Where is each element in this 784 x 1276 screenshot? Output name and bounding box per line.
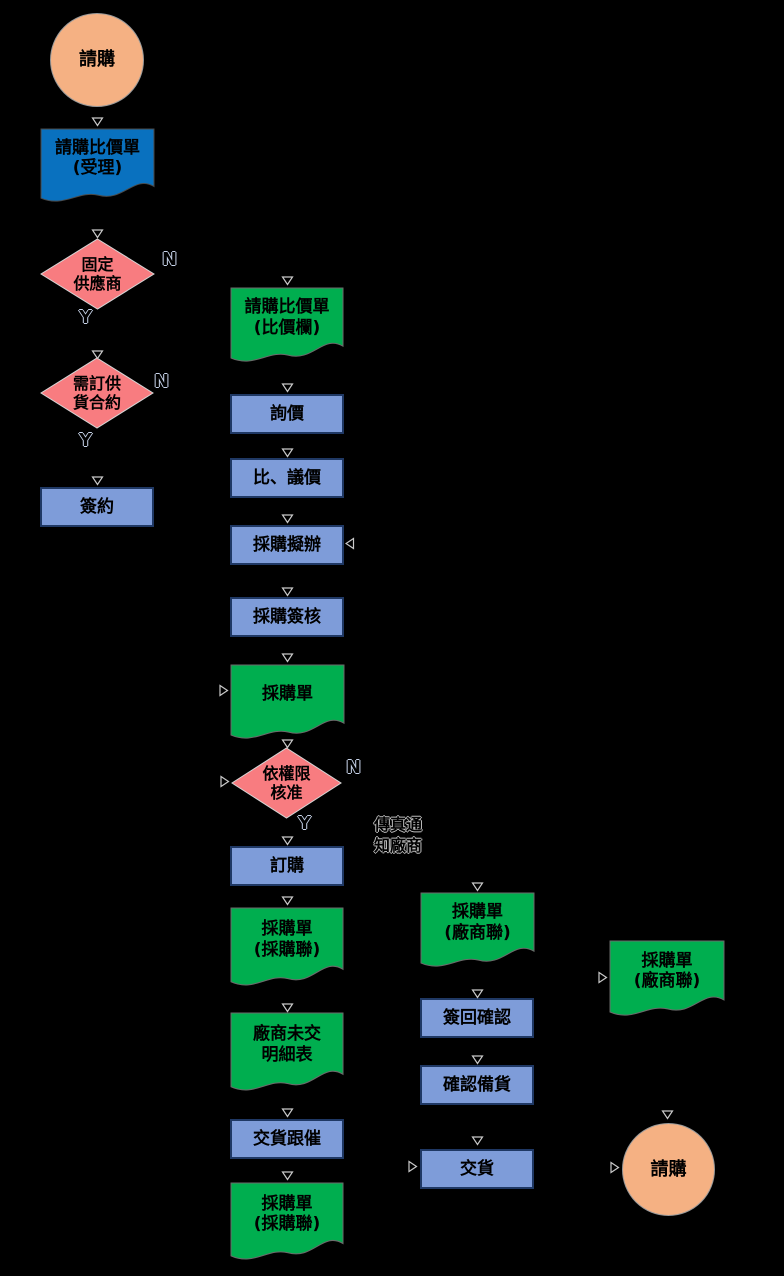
diamond-shape <box>40 238 155 310</box>
arrowhead-down-icon <box>281 1003 294 1013</box>
arrowhead-down-icon <box>91 350 104 360</box>
arrowhead-right-icon <box>219 684 229 697</box>
node-label: 固定 供應商 <box>73 254 122 293</box>
arrowhead-down-icon <box>91 229 104 239</box>
process-purchase-sign: 採購簽核 <box>230 597 344 637</box>
document-request-accept: 請購比價單 (受理) <box>40 128 155 204</box>
edge-label-y: Y <box>298 813 312 834</box>
arrowhead-down-icon <box>471 1055 484 1065</box>
arrowhead-down-icon <box>281 739 294 749</box>
decision-authority-approval: 依權限 核准 <box>231 747 342 819</box>
arrowhead-down-icon <box>281 836 294 846</box>
arrowhead-right-icon <box>598 971 608 984</box>
node-label: 交貨跟催 <box>253 1128 321 1149</box>
edge-label-y: Y <box>79 307 93 328</box>
document-po-purchase-copy: 採購單 (採購聯) <box>230 907 344 988</box>
process-place-order: 訂購 <box>230 846 344 886</box>
arrowhead-down-icon <box>281 653 294 663</box>
document-po-vendor-copy: 採購單 (廠商聯) <box>420 892 535 969</box>
arrowhead-down-icon <box>91 476 104 486</box>
document-shape <box>230 907 344 986</box>
node-label: 需訂供 貨合約 <box>72 373 121 412</box>
edge-label-n: N <box>346 757 362 778</box>
process-purchase-draft: 採購擬辦 <box>230 525 344 565</box>
arrowhead-down-icon <box>281 514 294 524</box>
arrowhead-down-icon <box>281 383 294 393</box>
node-label: 簽回確認 <box>443 1007 511 1028</box>
arrowhead-down-icon <box>471 882 484 892</box>
diamond-shape <box>231 747 342 819</box>
arrowhead-down-icon <box>471 989 484 999</box>
arrowhead-down-icon <box>281 896 294 906</box>
arrowhead-down-icon <box>91 117 104 127</box>
decision-fixed-supplier: 固定 供應商 <box>40 238 155 310</box>
node-label: 請購比價單 (比價欄) <box>244 297 330 338</box>
document-shape <box>230 1012 344 1091</box>
document-shape <box>230 664 345 739</box>
terminator-start: 請購 <box>50 13 144 107</box>
node-label: 廠商未交 明細表 <box>253 1024 321 1065</box>
diamond-shape <box>40 357 154 429</box>
document-shape <box>420 892 535 967</box>
document-shape <box>230 1182 344 1260</box>
document-shape <box>609 940 725 1016</box>
node-label: 採購簽核 <box>253 606 321 627</box>
decision-need-contract: 需訂供 貨合約 <box>40 357 154 429</box>
terminator-end: 請購 <box>622 1123 715 1216</box>
arrowhead-down-icon <box>281 448 294 458</box>
document-shape <box>230 287 344 362</box>
document-vendor-undelivered-list: 廠商未交 明細表 <box>230 1012 344 1093</box>
edge-label-n: N <box>162 249 178 270</box>
document-po-purchase-copy-2: 採購單 (採購聯) <box>230 1182 344 1262</box>
process-compare-negotiate: 比、議價 <box>230 458 344 498</box>
node-label: 簽約 <box>80 496 114 517</box>
node-label: 交貨 <box>460 1158 494 1179</box>
process-sign-contract: 簽約 <box>40 487 154 527</box>
node-label: 採購單 (廠商聯) <box>444 902 511 943</box>
arrowhead-down-icon <box>661 1110 674 1120</box>
process-delivery: 交貨 <box>420 1149 534 1189</box>
node-label: 詢價 <box>270 403 304 424</box>
arrowhead-down-icon <box>281 1171 294 1181</box>
node-label: 請購 <box>79 49 115 71</box>
node-label: 比、議價 <box>253 467 321 488</box>
node-label: 採購單 <box>262 684 313 705</box>
document-compare-column: 請購比價單 (比價欄) <box>230 287 344 364</box>
arrowhead-right-icon <box>408 1160 418 1173</box>
edge-label-y: Y <box>79 430 93 451</box>
node-label: 採購單 (採購聯) <box>253 919 321 960</box>
arrowhead-down-icon <box>281 276 294 286</box>
process-signback-confirm: 簽回確認 <box>420 998 534 1038</box>
node-label: 採購單 (廠商聯) <box>633 950 701 991</box>
arrowhead-down-icon <box>281 1108 294 1118</box>
document-po-vendor-copy-2: 採購單 (廠商聯) <box>609 940 725 1018</box>
arrowhead-down-icon <box>471 1136 484 1146</box>
edge-label-n: N <box>154 371 170 392</box>
node-label: 訂購 <box>270 855 304 876</box>
arrowhead-right-icon <box>220 775 230 788</box>
edge-label-fax-note: 傳真通 知廠商 <box>374 815 423 855</box>
arrowhead-left-icon <box>345 537 355 550</box>
process-delivery-followup: 交貨跟催 <box>230 1119 344 1159</box>
document-shape <box>40 128 155 202</box>
arrowhead-right-icon <box>610 1161 620 1174</box>
node-label: 採購擬辦 <box>253 534 321 555</box>
node-label: 採購單 (採購聯) <box>253 1193 321 1234</box>
process-confirm-stock: 確認備貨 <box>420 1065 534 1105</box>
document-purchase-order: 採購單 <box>230 664 345 741</box>
node-label: 請購比價單 (受理) <box>55 137 140 178</box>
node-label: 依權限 核准 <box>262 763 311 802</box>
node-label: 請購 <box>650 1158 687 1180</box>
node-label: 確認備貨 <box>443 1074 511 1095</box>
process-inquiry: 詢價 <box>230 394 344 434</box>
arrowhead-down-icon <box>281 587 294 597</box>
